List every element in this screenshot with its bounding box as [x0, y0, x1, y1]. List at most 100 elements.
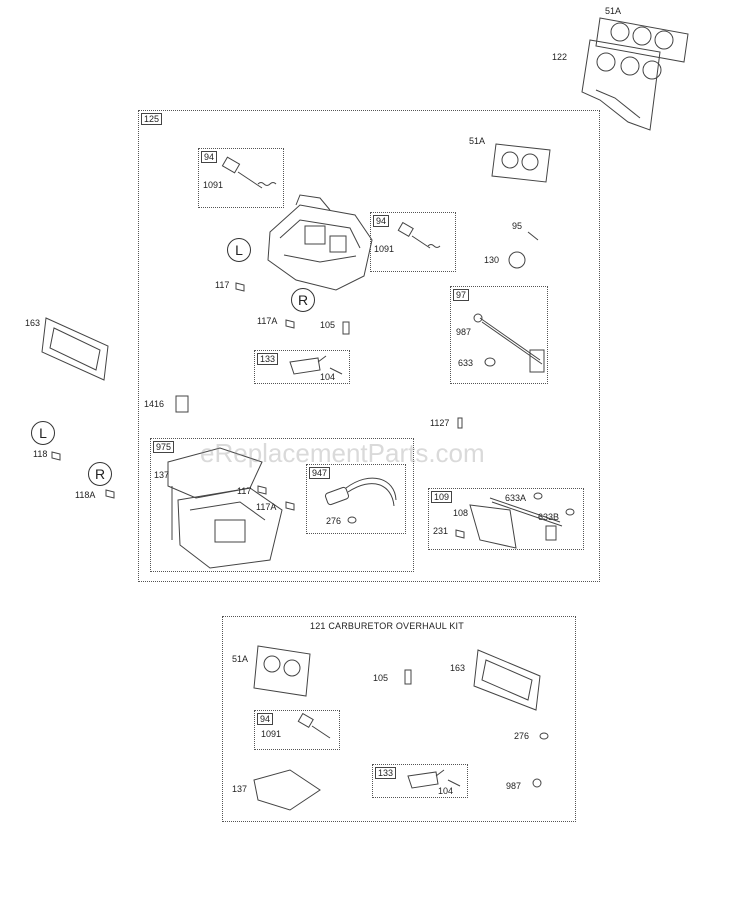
tag-94a: 94: [201, 151, 218, 163]
throttle-shaft-97: [473, 313, 545, 373]
label-137a: 137: [154, 470, 170, 480]
tag-975: 975: [153, 441, 175, 453]
label-231: 231: [433, 526, 449, 536]
label-1091-kit: 1091: [261, 729, 282, 739]
group-box-975: [150, 438, 414, 572]
screw-231: [455, 529, 465, 539]
marker-right-main: R: [291, 288, 315, 312]
label-117b: 117: [237, 486, 252, 496]
label-130: 130: [484, 255, 500, 265]
label-987a: 987: [456, 327, 472, 337]
label-276a: 276: [326, 516, 342, 526]
tag-94-kit: 94: [257, 713, 274, 725]
screw-118: [51, 451, 61, 461]
label-633a: 633A: [505, 493, 527, 503]
seal-633: [484, 357, 496, 367]
kit-float-133: [407, 769, 445, 789]
part-1127: [457, 417, 463, 429]
kit-box-121: [222, 616, 576, 822]
kit-pin-104: [447, 779, 461, 787]
label-633b: 633B: [538, 512, 560, 522]
float-bowl-975: [167, 447, 283, 569]
label-122: 122: [552, 52, 568, 62]
kit-gasket-137: [253, 769, 321, 811]
tag-109: 109: [431, 491, 453, 503]
label-105a: 105: [320, 320, 336, 330]
label-633: 633: [458, 358, 474, 368]
label-1091b: 1091: [374, 244, 395, 254]
part-105a: [342, 321, 350, 335]
label-137-kit: 137: [232, 784, 248, 794]
tag-94b: 94: [373, 215, 390, 227]
kit-part-105: [404, 669, 412, 685]
label-95: 95: [512, 221, 523, 231]
label-51a-kit: 51A: [232, 654, 249, 664]
screw-117a-a: [285, 319, 295, 329]
marker-left-side: L: [31, 421, 55, 445]
choke-assembly-109: [469, 497, 563, 549]
needle-valve-94a: [221, 156, 277, 189]
pin-104a: [329, 367, 343, 375]
tag-133-kit: 133: [375, 767, 397, 779]
kit-screw-987: [532, 778, 542, 788]
label-118: 118: [33, 449, 48, 459]
screw-118a: [105, 489, 115, 499]
gasket-51a-mid: [491, 143, 551, 183]
label-276-kit: 276: [514, 731, 530, 741]
needle-valve-94b: [397, 221, 441, 249]
kit-needle-94: [297, 712, 331, 739]
label-118a: 118A: [75, 490, 96, 500]
label-1091a: 1091: [203, 180, 224, 190]
oring-276a: [347, 516, 357, 524]
screw-117a-b: [285, 501, 295, 511]
marker-left-main: L: [227, 238, 251, 262]
tag-947: 947: [309, 467, 331, 479]
label-987-kit: 987: [506, 781, 522, 791]
solenoid-947: [324, 477, 397, 507]
group-box-947: [306, 464, 406, 534]
tag-133a: 133: [257, 353, 279, 365]
kit-box-133: [372, 764, 468, 798]
gasket-51a-top: [595, 17, 689, 63]
kit-oring-276: [539, 732, 549, 740]
screw-117a: [235, 282, 245, 292]
carburetor-body: [267, 194, 373, 291]
label-104-kit: 104: [438, 786, 454, 796]
screw-95: [527, 231, 539, 241]
label-108: 108: [453, 508, 469, 518]
group-box-125: [138, 110, 600, 582]
watermark: eReplacementParts.com: [200, 438, 485, 468]
label-105-kit: 105: [373, 673, 389, 683]
label-163-kit: 163: [450, 663, 466, 673]
gasket-163-side: [41, 317, 109, 381]
label-117a: 117: [215, 280, 230, 290]
group-box-97: [450, 286, 548, 384]
label-117a-a: 117A: [257, 316, 278, 326]
group-box-94b: [370, 212, 456, 272]
group-box-94a: [198, 148, 284, 208]
group-box-133a: [254, 350, 350, 384]
part-1416: [175, 395, 189, 413]
plate-130: [508, 251, 526, 269]
label-104a: 104: [320, 372, 336, 382]
tag-125: 125: [141, 113, 163, 125]
kit-title: 121 CARBURETOR OVERHAUL KIT: [310, 621, 464, 631]
group-box-109: [428, 488, 584, 550]
seal-633b: [565, 508, 575, 516]
float-133a: [289, 355, 327, 375]
label-51a-top: 51A: [605, 6, 622, 16]
seal-633a: [533, 492, 543, 500]
kit-gasket-51a: [253, 645, 311, 697]
label-163a: 163: [25, 318, 41, 328]
label-51a-mid: 51A: [469, 136, 486, 146]
heat-shield-122: [581, 39, 662, 131]
label-117a-b: 117A: [256, 502, 277, 512]
kit-gasket-163: [473, 649, 541, 711]
screw-117b: [257, 485, 267, 495]
tag-97: 97: [453, 289, 470, 301]
label-1416: 1416: [144, 399, 165, 409]
marker-right-side: R: [88, 462, 112, 486]
kit-box-94: [254, 710, 340, 750]
label-1127: 1127: [430, 418, 450, 428]
